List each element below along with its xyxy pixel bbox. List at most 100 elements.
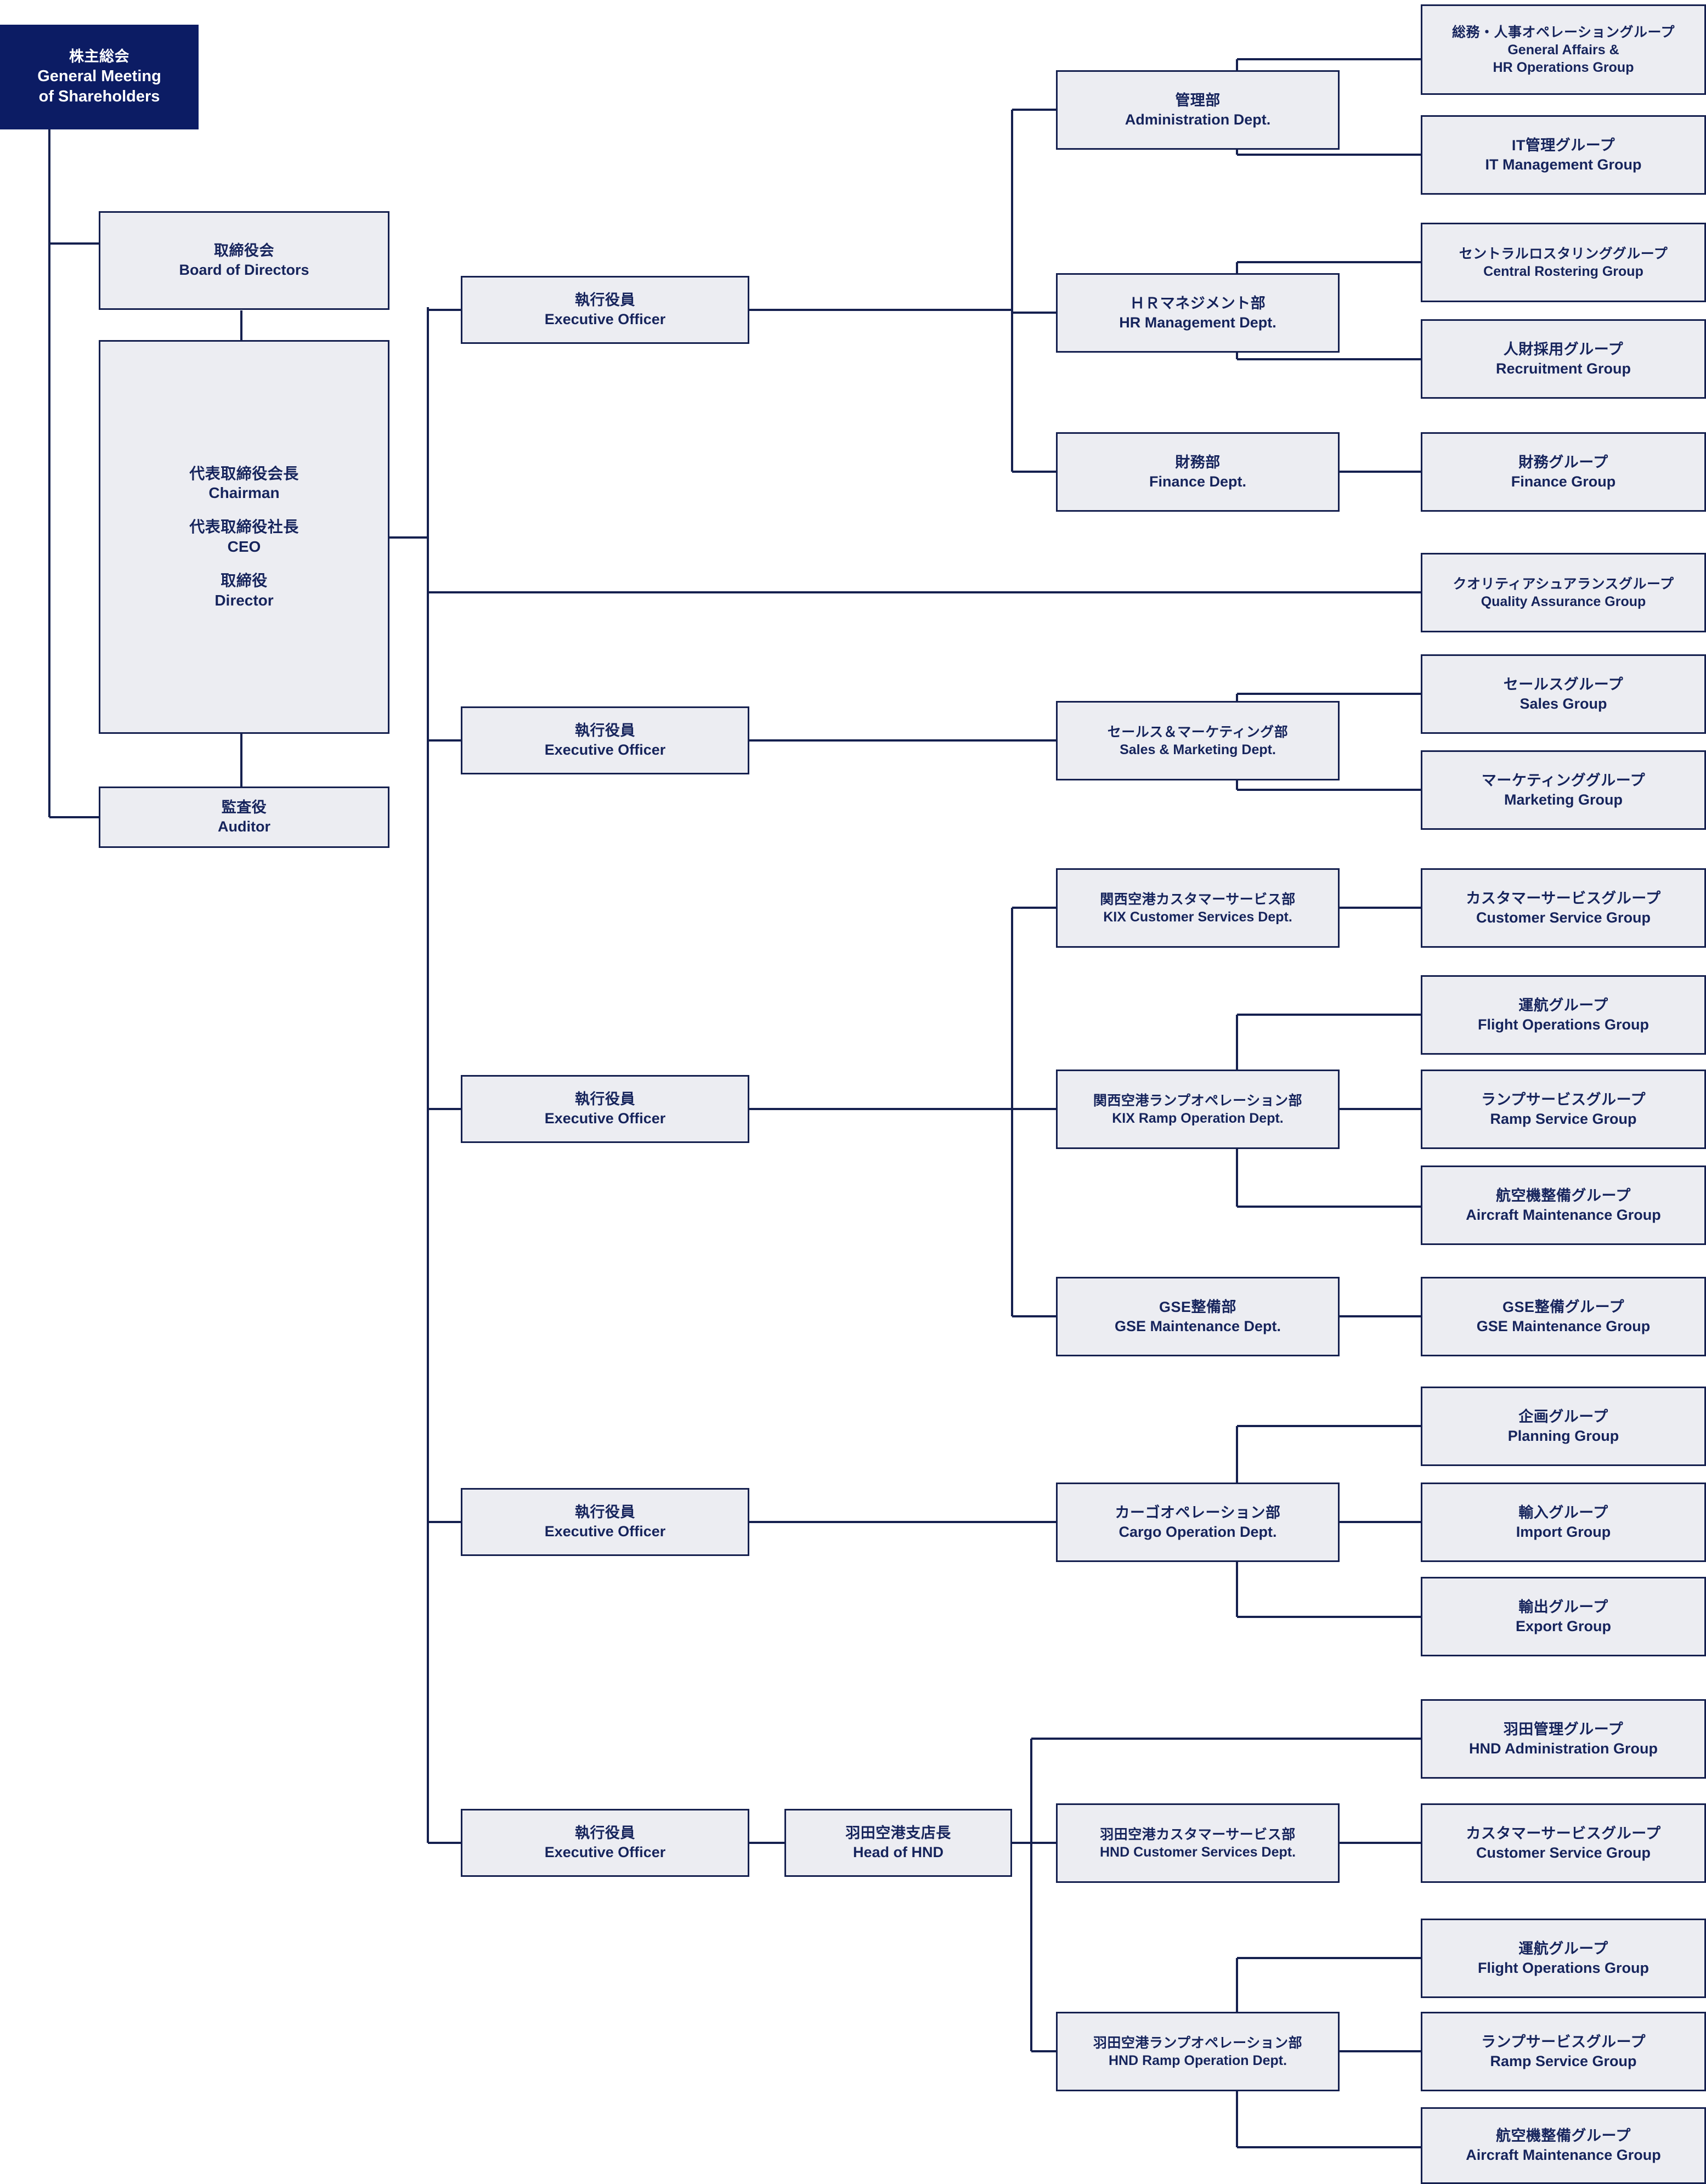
node-en-label-line1: General Meeting [37,67,161,85]
node-hnd-ramp-service-group[interactable]: ランプサービスグループ Ramp Service Group [1421,2012,1706,2091]
node-jp-label: マーケティンググループ [1481,772,1646,789]
node-kix-aircraft-maintenance-group[interactable]: 航空機整備グループ Aircraft Maintenance Group [1421,1165,1706,1245]
node-administration-dept[interactable]: 管理部 Administration Dept. [1056,70,1340,150]
node-executive-officer-4[interactable]: 執行役員 Executive Officer [461,1488,749,1556]
node-jp-label: 財務部 [1175,454,1221,471]
node-en-label: Executive Officer [544,1844,666,1860]
node-en-label: GSE Maintenance Dept. [1114,1317,1281,1334]
node-finance-dept[interactable]: 財務部 Finance Dept. [1056,432,1340,512]
node-general-meeting-of-shareholders[interactable]: 株主総会 General Meeting of Shareholders [0,25,199,129]
node-executive-officer-2[interactable]: 執行役員 Executive Officer [461,706,749,774]
node-jp-label: カスタマーサービスグループ [1466,1825,1661,1842]
node-en-label: Cargo Operation Dept. [1118,1523,1277,1540]
node-en-label: Flight Operations Group [1478,1016,1649,1033]
node-gse-maintenance-group[interactable]: GSE整備グループ GSE Maintenance Group [1421,1277,1706,1356]
node-recruitment-group[interactable]: 人財採用グループ Recruitment Group [1421,319,1706,399]
node-jp-label: 執行役員 [575,722,635,739]
node-jp-label: 人財採用グループ [1503,341,1624,358]
node-cargo-operation-dept[interactable]: カーゴオペレーション部 Cargo Operation Dept. [1056,1483,1340,1562]
node-finance-group[interactable]: 財務グループ Finance Group [1421,432,1706,512]
node-jp-label: ＨＲマネジメント部 [1129,295,1266,312]
node-jp-label: GSE整備グループ [1502,1298,1624,1315]
node-en-label: Ramp Service Group [1490,1110,1637,1127]
node-central-rostering-group[interactable]: セントラルロスタリンググループ Central Rostering Group [1421,223,1706,302]
node-en-label: Board of Directors [179,262,309,278]
node-jp-label: カーゴオペレーション部 [1115,1504,1281,1521]
node-jp-label: 関西空港カスタマーサービス部 [1100,891,1296,907]
node-jp-label: 輸入グループ [1518,1504,1608,1521]
node-jp-label: 執行役員 [575,1825,635,1842]
node-en-label: Executive Officer [544,742,666,758]
node-jp-label: 執行役員 [575,1504,635,1521]
node-import-group[interactable]: 輸入グループ Import Group [1421,1483,1706,1562]
node-en-label: HR Management Dept. [1119,314,1276,331]
node-board-of-directors[interactable]: 取締役会 Board of Directors [99,211,389,310]
node-hnd-administration-group[interactable]: 羽田管理グループ HND Administration Group [1421,1699,1706,1779]
node-en-label: Director [214,591,274,609]
node-jp-label: 株主総会 [69,48,129,65]
node-jp-label: 代表取締役会長 [189,465,299,482]
node-jp-label: GSE整備部 [1159,1298,1237,1315]
node-en-label: Planning Group [1507,1427,1619,1444]
node-hnd-customer-service-group[interactable]: カスタマーサービスグループ Customer Service Group [1421,1803,1706,1883]
node-jp-label: 管理部 [1175,92,1221,109]
node-executive-officer-1[interactable]: 執行役員 Executive Officer [461,276,749,344]
node-jp-label: 羽田管理グループ [1503,1721,1624,1738]
node-en-label: Customer Service Group [1476,1844,1651,1861]
node-sales-group[interactable]: セールスグループ Sales Group [1421,654,1706,734]
node-hnd-ramp-operation-dept[interactable]: 羽田空港ランプオペレーション部 HND Ramp Operation Dept. [1056,2012,1340,2091]
node-jp-label: セールス＆マーケティング部 [1107,724,1289,740]
node-jp-label: 取締役 [221,572,268,589]
node-jp-label: 関西空港ランプオペレーション部 [1093,1093,1303,1108]
node-en-label: Quality Assurance Group [1481,593,1646,609]
node-jp-label: カスタマーサービスグループ [1466,890,1661,907]
node-hnd-aircraft-maintenance-group[interactable]: 航空機整備グループ Aircraft Maintenance Group [1421,2107,1706,2184]
node-en-label: Sales Group [1519,695,1607,712]
node-kix-customer-service-group[interactable]: カスタマーサービスグループ Customer Service Group [1421,868,1706,948]
node-auditor[interactable]: 監査役 Auditor [99,787,389,848]
node-jp-label: 運航グループ [1518,1940,1608,1957]
node-en-label: Chairman [208,484,280,502]
node-en-label: Customer Service Group [1476,909,1651,926]
node-general-affairs-hr-operations-group[interactable]: 総務・人事オペレーショングループ General Affairs & HR Op… [1421,4,1706,95]
node-en-label: Finance Dept. [1149,473,1247,490]
node-kix-ramp-service-group[interactable]: ランプサービスグループ Ramp Service Group [1421,1070,1706,1149]
node-jp-label: 航空機整備グループ [1496,2128,1631,2145]
node-executive-officer-3[interactable]: 執行役員 Executive Officer [461,1075,749,1143]
node-quality-assurance-group[interactable]: クオリティアシュアランスグループ Quality Assurance Group [1421,553,1706,632]
node-jp-label: 羽田空港支店長 [845,1825,951,1842]
node-hnd-flight-operations-group[interactable]: 運航グループ Flight Operations Group [1421,1919,1706,1998]
node-jp-label: 代表取締役社長 [189,518,299,536]
node-en-label: IT Management Group [1485,156,1642,173]
node-hnd-customer-services-dept[interactable]: 羽田空港カスタマーサービス部 HND Customer Services Dep… [1056,1803,1340,1883]
node-en-label-line1: General Affairs & [1507,42,1619,58]
node-jp-label: 羽田空港ランプオペレーション部 [1093,2035,1303,2051]
node-chairman-ceo-director[interactable]: 代表取締役会長 Chairman 代表取締役社長 CEO 取締役 Directo… [99,340,389,734]
node-marketing-group[interactable]: マーケティンググループ Marketing Group [1421,750,1706,830]
node-en-label: CEO [227,538,261,555]
node-jp-label: ランプサービスグループ [1481,2033,1646,2050]
node-executive-officer-5[interactable]: 執行役員 Executive Officer [461,1809,749,1877]
node-jp-label: 輸出グループ [1518,1598,1608,1615]
node-it-management-group[interactable]: IT管理グループ IT Management Group [1421,115,1706,195]
node-jp-label: 羽田空港カスタマーサービス部 [1100,1826,1296,1842]
node-hr-management-dept[interactable]: ＨＲマネジメント部 HR Management Dept. [1056,273,1340,353]
node-en-label: Executive Officer [544,311,666,327]
node-sales-marketing-dept[interactable]: セールス＆マーケティング部 Sales & Marketing Dept. [1056,701,1340,780]
node-planning-group[interactable]: 企画グループ Planning Group [1421,1387,1706,1466]
node-en-label: KIX Ramp Operation Dept. [1112,1110,1284,1126]
node-jp-label: 財務グループ [1518,454,1608,471]
node-export-group[interactable]: 輸出グループ Export Group [1421,1577,1706,1656]
role-ceo: 代表取締役社長 CEO [189,517,299,557]
node-head-of-hnd[interactable]: 羽田空港支店長 Head of HND [784,1809,1012,1877]
node-kix-customer-services-dept[interactable]: 関西空港カスタマーサービス部 KIX Customer Services Dep… [1056,868,1340,948]
node-en-label: Import Group [1516,1523,1611,1540]
node-en-label: Recruitment Group [1495,360,1631,377]
node-jp-label: 総務・人事オペレーショングループ [1451,24,1675,40]
node-jp-label: セントラルロスタリンググループ [1459,246,1668,262]
node-gse-maintenance-dept[interactable]: GSE整備部 GSE Maintenance Dept. [1056,1277,1340,1356]
node-kix-ramp-operation-dept[interactable]: 関西空港ランプオペレーション部 KIX Ramp Operation Dept. [1056,1070,1340,1149]
node-jp-label: セールスグループ [1503,676,1624,693]
node-kix-flight-operations-group[interactable]: 運航グループ Flight Operations Group [1421,975,1706,1055]
